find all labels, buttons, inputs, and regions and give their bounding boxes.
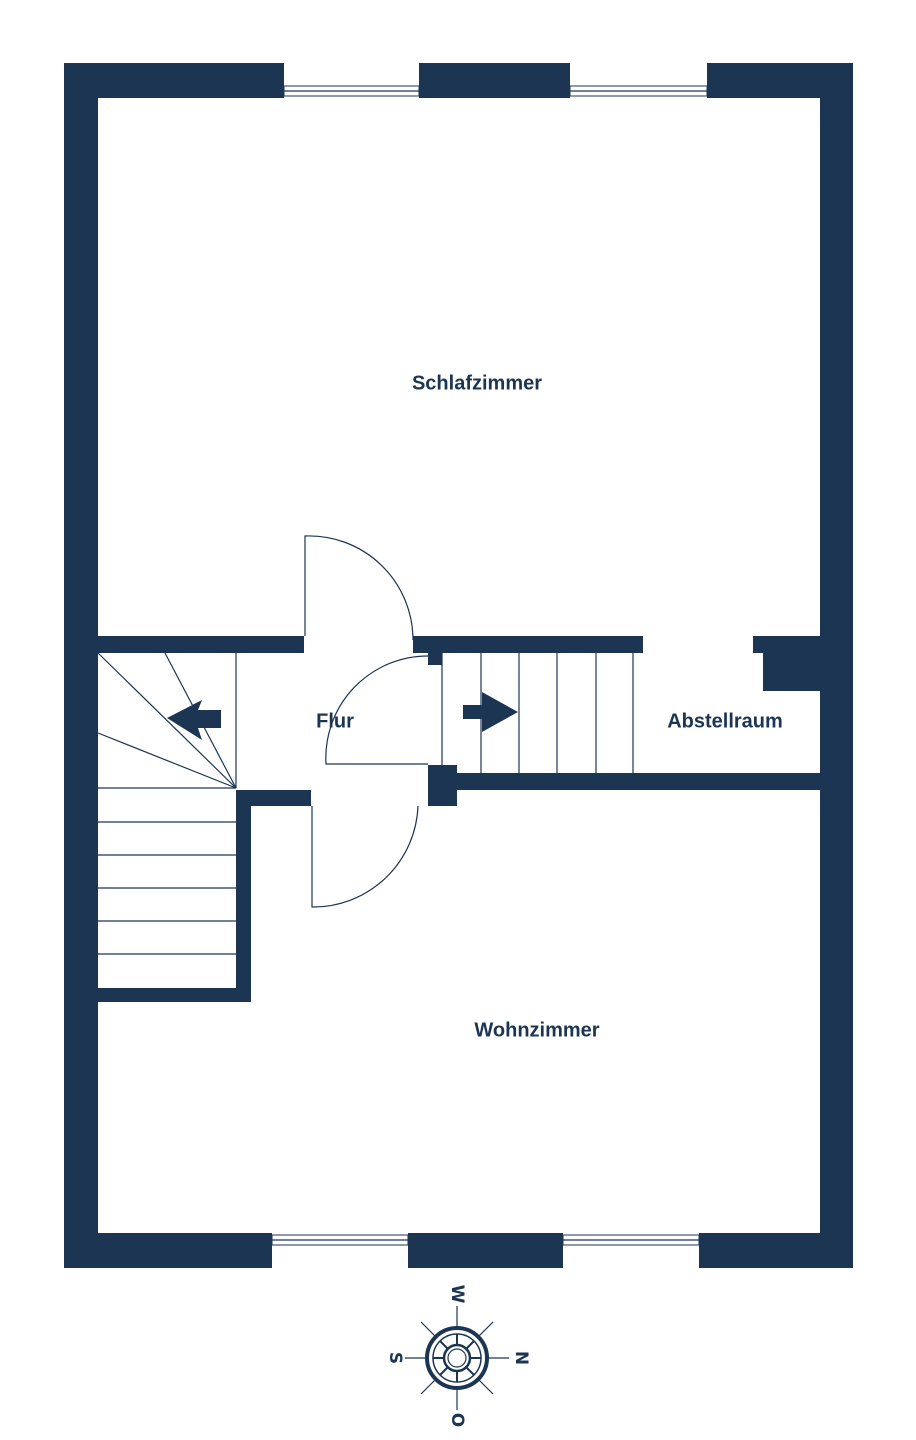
compass-label-top: W: [447, 1285, 467, 1304]
outer-walls: [64, 63, 853, 1268]
arrow-left-icon: [167, 700, 221, 740]
staircase-right: [441, 653, 634, 773]
compass-label-left: S: [385, 1352, 405, 1364]
arrow-right-icon: [463, 692, 518, 732]
compass-icon: W N O S: [385, 1285, 531, 1428]
compass-label-right: N: [511, 1351, 531, 1365]
inner-walls: [98, 636, 820, 1002]
room-label-schlafzimmer: Schlafzimmer: [412, 372, 542, 394]
staircase-left: [97, 652, 237, 955]
door-schlafzimmer: [304, 535, 414, 641]
door-abstellraum: [325, 655, 429, 765]
windows: [271, 85, 708, 1246]
room-label-wohnzimmer: Wohnzimmer: [474, 1019, 599, 1041]
doors: [304, 535, 429, 908]
compass-label-bottom: O: [447, 1413, 467, 1427]
door-wohnzimmer: [311, 805, 419, 908]
room-label-abstellraum: Abstellraum: [667, 710, 783, 732]
room-label-flur: Flur: [316, 710, 354, 732]
